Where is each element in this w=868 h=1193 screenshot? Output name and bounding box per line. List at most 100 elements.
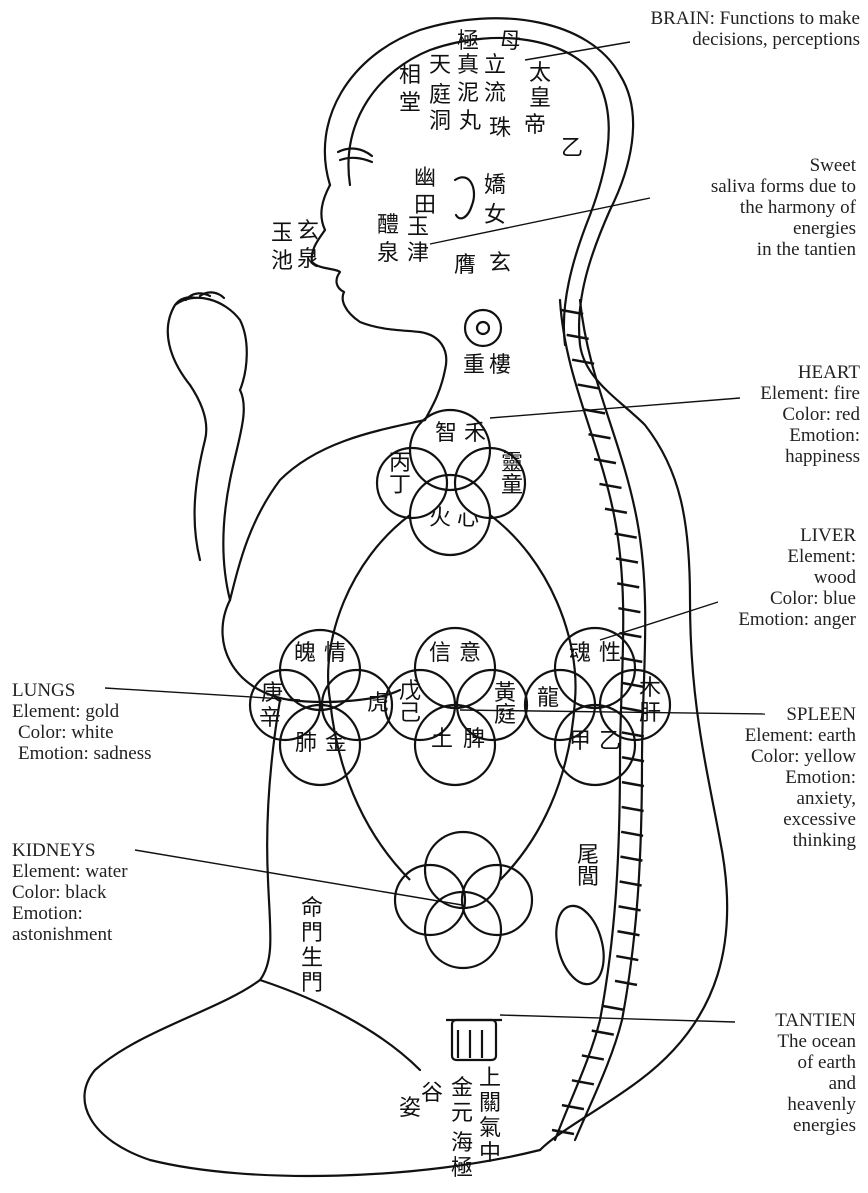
- forearm-front: [223, 390, 244, 600]
- vertebra-tick: [618, 608, 640, 612]
- spleen-glyph: 意: [459, 641, 481, 666]
- liver-line-1: LIVER: [660, 525, 856, 546]
- throat-glyph: 樓: [489, 353, 511, 378]
- tantien-glyph: 上: [479, 1066, 501, 1091]
- vertebra-tick: [616, 558, 638, 562]
- lungs-glyph: 金: [325, 731, 347, 756]
- saliva-line-3: the harmony of: [620, 197, 856, 218]
- spine-glyph: 門: [301, 971, 323, 996]
- glyph-layer: 極母天真立太相庭泥流皇堂洞丸珠帝乙幽田嬌女玄玉池泉醴泉玉津玄膺重樓智禾丙丁火心靈…: [259, 29, 661, 1181]
- brain-line-2: decisions, perceptions: [520, 29, 860, 50]
- tantien-glyph: 金: [451, 1076, 473, 1101]
- lungs-glyph: 庚: [261, 681, 283, 706]
- vertebra-tick: [615, 981, 637, 985]
- head-glyph: 洞: [429, 109, 451, 134]
- kidneys-line-5: astonishment: [12, 924, 242, 945]
- head-glyph: 極: [457, 29, 479, 54]
- mouth-glyph: 泉: [297, 247, 319, 272]
- saliva-line-2: saliva forms due to: [620, 176, 856, 197]
- vertebra-tick: [622, 782, 644, 786]
- heart-glyph: 丁: [389, 473, 411, 498]
- lungs-line-1: LUNGS: [12, 680, 242, 701]
- brain-line-1: BRAIN: Functions to make: [520, 8, 860, 29]
- mouth-glyph: 池: [271, 249, 293, 274]
- lungs-line-4: Emotion: sadness: [12, 743, 242, 764]
- tantien-line-3: of earth: [700, 1052, 856, 1073]
- spleen-line-4: Emotion:: [660, 767, 856, 788]
- head-glyph: 真: [457, 53, 479, 78]
- kidneys-label: KIDNEYS Element: water Color: black Emot…: [12, 840, 242, 945]
- mouth-glyph: 玄: [297, 219, 319, 244]
- liver-line-4: Color: blue: [660, 588, 856, 609]
- tantien-line-4: and: [700, 1073, 856, 1094]
- liver-line-2: Element:: [660, 546, 856, 567]
- tantien-glyph: 元: [451, 1101, 473, 1126]
- vertebrae: [552, 310, 644, 1134]
- tantien-line-5: heavenly: [700, 1094, 856, 1115]
- lungs-glyph: 情: [324, 641, 346, 666]
- liver-glyph: 木: [639, 676, 661, 701]
- liver-glyph: 肝: [639, 701, 661, 726]
- vertebra-tick: [578, 385, 600, 389]
- mouth-glyph: 玄: [489, 251, 511, 276]
- head-glyph: 皇: [529, 86, 551, 111]
- heart-line-1: HEART: [660, 362, 860, 383]
- head-glyph: 太: [529, 61, 551, 86]
- liver-glyph: 龍: [537, 686, 559, 711]
- head-glyph: 流: [484, 81, 506, 106]
- spleen-label: SPLEEN Element: earth Color: yellow Emot…: [660, 704, 856, 851]
- head-glyph: 帝: [524, 113, 546, 138]
- vertebra-tick: [594, 459, 616, 463]
- neck-front: [230, 420, 425, 600]
- spleen-glyph: 土: [431, 727, 453, 752]
- kidneys-line-4: Emotion:: [12, 903, 242, 924]
- tantien-line-6: energies: [700, 1115, 856, 1136]
- head-glyph: 珠: [489, 116, 511, 141]
- vertebra-tick: [605, 509, 627, 513]
- saliva-line-1: Sweet: [620, 155, 856, 176]
- mouth-glyph: 玉: [271, 221, 293, 246]
- lungs-line-2: Element: gold: [12, 701, 242, 722]
- hands: [168, 292, 247, 390]
- vertebra-tick: [617, 931, 639, 935]
- mouth-glyph: 津: [407, 241, 429, 266]
- liver-label: LIVER Element: wood Color: blue Emotion:…: [660, 525, 856, 630]
- kidney-circle-right: [462, 865, 532, 935]
- head-glyph: 天: [429, 53, 451, 78]
- thigh-line: [260, 980, 420, 1070]
- heart-glyph: 智: [435, 421, 457, 446]
- forearm-back: [190, 385, 206, 560]
- tantien-line-1: TANTIEN: [700, 1010, 856, 1031]
- liver-glyph: 乙: [599, 729, 621, 754]
- spine-glyph: 閭: [577, 865, 599, 890]
- tantien-glyph: 谷: [421, 1081, 443, 1106]
- heart-line-2: Element: fire: [660, 383, 860, 404]
- eye-shape: [338, 149, 372, 162]
- ear-glyph: 嬌: [484, 173, 506, 198]
- spleen-circle-top: [415, 628, 495, 708]
- spleen-line-1: SPLEEN: [660, 704, 856, 725]
- heart-glyph: 火: [429, 506, 451, 531]
- lungs-circle-bottom: [280, 705, 360, 785]
- heart-line-3: Color: red: [660, 404, 860, 425]
- head-glyph: 乙: [561, 136, 583, 161]
- saliva-label: Sweet saliva forms due to the harmony of…: [620, 155, 856, 260]
- vertebra-tick: [572, 1080, 594, 1084]
- liver-glyph: 性: [599, 641, 621, 666]
- tantien-glyph: 關: [479, 1091, 501, 1116]
- liver-circle-bottom: [555, 705, 635, 785]
- ear-glyph: 女: [484, 203, 506, 228]
- spleen-glyph: 信: [429, 641, 451, 666]
- saliva-line-4: energies: [620, 218, 856, 239]
- throat-glyph: 重: [463, 353, 485, 378]
- spine-glyph: 生: [301, 946, 323, 971]
- vertebra-tick: [599, 484, 621, 488]
- spleen-line-3: Color: yellow: [660, 746, 856, 767]
- mouth-glyph: 醴: [377, 213, 399, 238]
- spine-left: [555, 300, 623, 1140]
- tantien-label: TANTIEN The ocean of earth and heavenly …: [700, 1010, 856, 1136]
- head-glyph: 泥: [457, 81, 479, 106]
- liver-glyph: 魂: [569, 641, 591, 666]
- vertebra-tick: [582, 1055, 604, 1059]
